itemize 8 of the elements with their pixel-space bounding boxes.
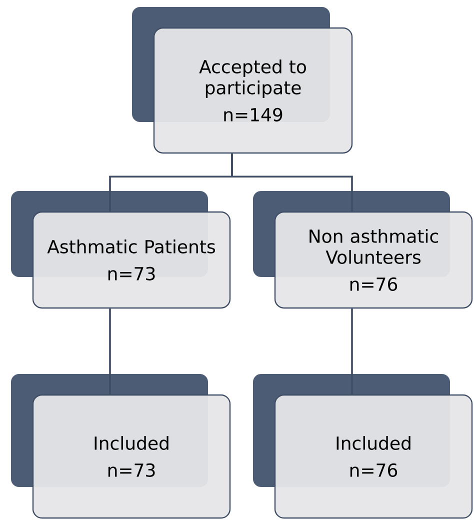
flow-box: Asthmatic Patients n=73 [11, 191, 231, 309]
flow-box: Non asthmatic Volunteers n=76 [253, 191, 473, 309]
connector-line [231, 154, 353, 212]
connector-line [109, 308, 111, 394]
flow-box: Included n=73 [11, 374, 231, 519]
flow-box: Included n=76 [253, 374, 473, 519]
flow-box: Accepted to participate n=149 [132, 7, 353, 154]
connector-line [351, 308, 353, 394]
